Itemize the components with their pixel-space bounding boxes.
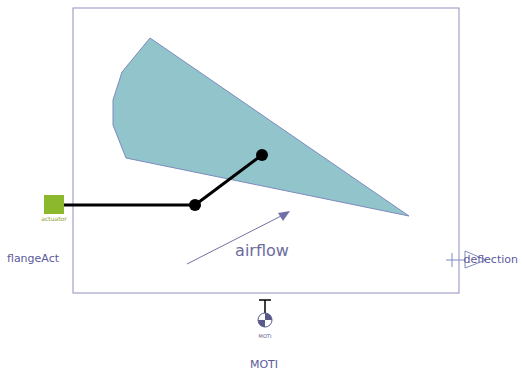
flap-surface	[113, 38, 409, 216]
connector-name: MOTI	[250, 359, 278, 370]
moti-stem	[264, 300, 266, 313]
pin-name: actuator	[41, 216, 66, 222]
flow-label: airflow	[235, 243, 289, 259]
actuator-rod	[62, 204, 195, 207]
output-line	[446, 260, 465, 261]
moti-quadrant	[265, 313, 272, 320]
moti-quadrant	[258, 320, 265, 327]
pin-name: MOTI	[259, 334, 272, 339]
connector-name: deflection	[463, 254, 518, 265]
actuator-flange	[44, 195, 64, 214]
icon-border	[73, 8, 459, 293]
flap-lever	[195, 155, 262, 205]
joint	[189, 199, 201, 211]
arrowhead	[278, 211, 290, 221]
moti-symbol	[258, 313, 272, 327]
connector-name: flangeAct	[7, 253, 59, 264]
joint	[256, 149, 268, 161]
output-tick	[452, 253, 453, 267]
